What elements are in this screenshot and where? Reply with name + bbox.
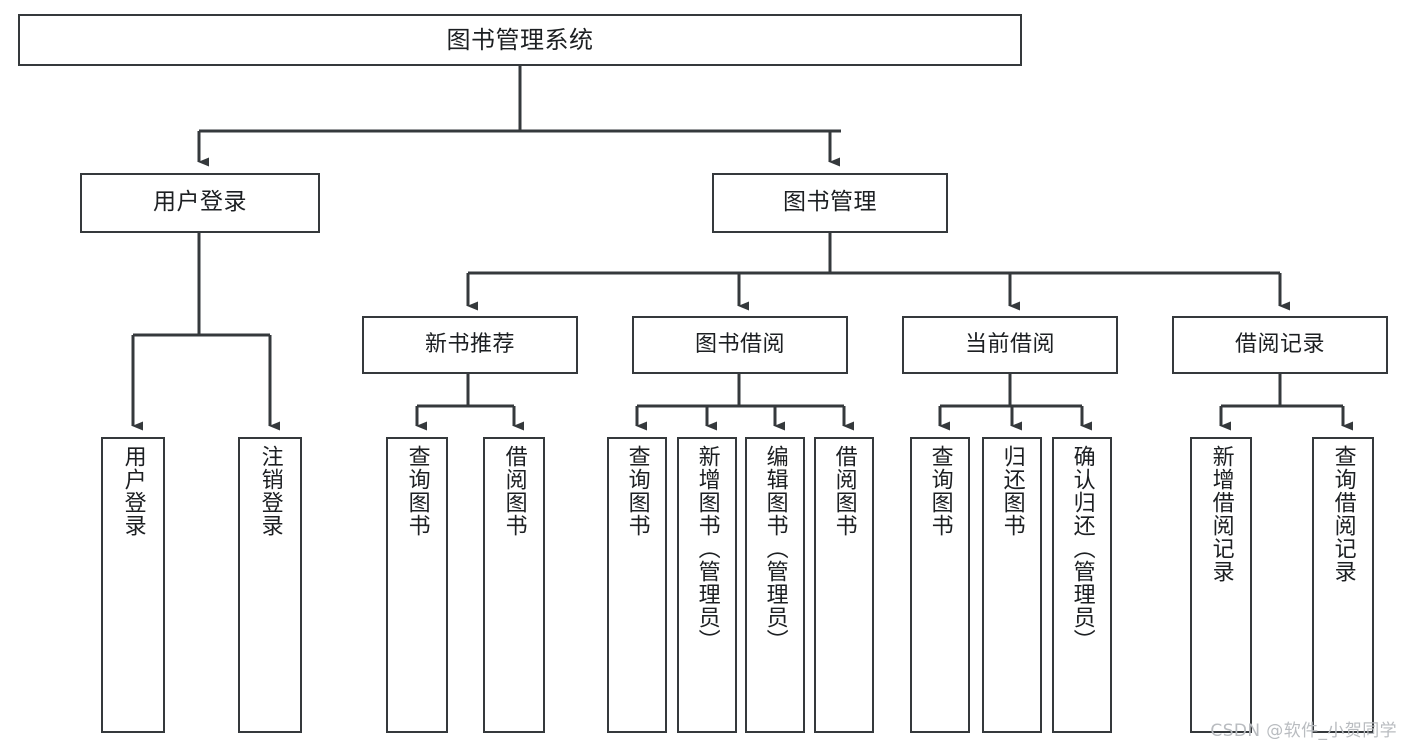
node-label: 查询图书	[927, 445, 953, 537]
node-borrow-record[interactable]: 借阅记录	[1172, 316, 1388, 374]
node-root-system[interactable]: 图书管理系统	[18, 14, 1022, 66]
node-label: 查询借阅记录	[1330, 445, 1356, 583]
node-label: 新增图书（管理员）	[694, 445, 720, 652]
node-label: 借阅记录	[1234, 332, 1325, 358]
node-leaf-borrow-book[interactable]: 借阅图书	[814, 437, 874, 733]
watermark-text: CSDN @软件_小贺同学	[1210, 721, 1397, 741]
node-leaf-return-book[interactable]: 归还图书	[982, 437, 1042, 733]
node-book-borrow[interactable]: 图书借阅	[632, 316, 848, 374]
node-leaf-user-logout[interactable]: 注销登录	[238, 437, 302, 733]
node-label: 用户登录	[153, 189, 247, 216]
node-current-borrow[interactable]: 当前借阅	[902, 316, 1118, 374]
node-label: 借阅图书	[831, 445, 857, 537]
node-leaf-query-book-recommend[interactable]: 查询图书	[386, 437, 448, 733]
node-leaf-add-book-admin[interactable]: 新增图书（管理员）	[677, 437, 737, 733]
node-label: 归还图书	[999, 445, 1025, 537]
node-leaf-add-borrow-record[interactable]: 新增借阅记录	[1190, 437, 1252, 733]
node-label: 新书推荐	[424, 332, 515, 358]
node-label: 图书借阅	[694, 332, 785, 358]
node-user-login[interactable]: 用户登录	[80, 173, 320, 233]
node-leaf-query-borrow-record[interactable]: 查询借阅记录	[1312, 437, 1374, 733]
node-leaf-edit-book-admin[interactable]: 编辑图书（管理员）	[745, 437, 805, 733]
node-label: 查询图书	[624, 445, 650, 537]
node-label: 注销登录	[257, 445, 283, 537]
node-leaf-borrow-book-recommend[interactable]: 借阅图书	[483, 437, 545, 733]
node-label: 图书管理	[783, 189, 877, 216]
node-book-manage[interactable]: 图书管理	[712, 173, 948, 233]
node-label: 查询图书	[404, 445, 430, 537]
node-label: 确认归还（管理员）	[1069, 445, 1095, 652]
node-leaf-user-login[interactable]: 用户登录	[101, 437, 165, 733]
node-label: 借阅图书	[501, 445, 527, 537]
node-leaf-confirm-return-admin[interactable]: 确认归还（管理员）	[1052, 437, 1112, 733]
node-label: 用户登录	[120, 445, 146, 537]
node-label: 当前借阅	[964, 332, 1055, 358]
node-label: 编辑图书（管理员）	[762, 445, 788, 652]
node-label: 新增借阅记录	[1208, 445, 1234, 583]
node-new-book-recommend[interactable]: 新书推荐	[362, 316, 578, 374]
node-label: 图书管理系统	[446, 25, 594, 54]
node-leaf-query-book-borrow[interactable]: 查询图书	[607, 437, 667, 733]
node-leaf-query-book-current[interactable]: 查询图书	[910, 437, 970, 733]
